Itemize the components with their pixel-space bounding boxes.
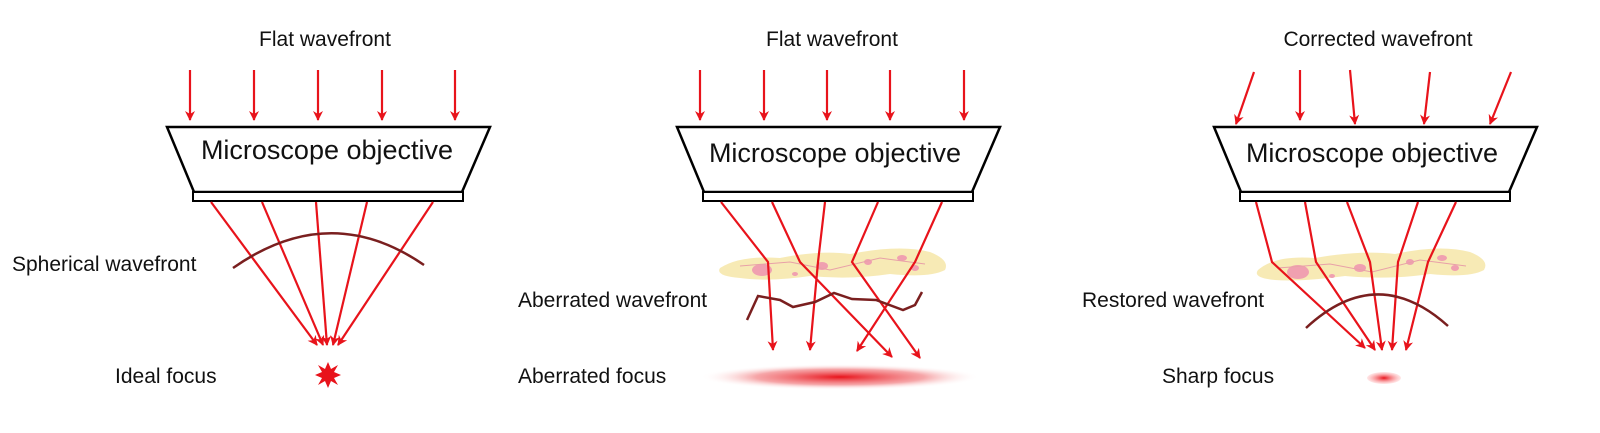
incoming-rays: [1234, 69, 1513, 125]
panel-corrected: Corrected wavefront Microscope objective: [1082, 28, 1539, 388]
wavefront-label: Spherical wavefront: [12, 253, 197, 276]
panel-aberrated: Flat wavefront Microscope objective: [518, 28, 1002, 390]
objective-label: Microscope objective: [1246, 138, 1498, 168]
objective-lens-plate: [702, 191, 974, 202]
objective-label: Microscope objective: [201, 135, 453, 165]
wavefront-title: Corrected wavefront: [1283, 28, 1472, 51]
panel-ideal: Flat wavefront Microscope objective Sphe…: [12, 28, 492, 388]
wavefront-title: Flat wavefront: [766, 28, 898, 51]
ideal-focus-star: [315, 362, 341, 388]
scattered-rays: [720, 201, 944, 359]
objective-lens-plate: [1239, 191, 1511, 202]
wavefront-title: Flat wavefront: [259, 28, 391, 51]
wavefront-label: Aberrated wavefront: [518, 289, 707, 312]
restored-wavefront: [1305, 293, 1449, 329]
focus-label: Aberrated focus: [518, 365, 666, 388]
wavefront-label: Restored wavefront: [1082, 289, 1264, 312]
spherical-wavefront: [232, 232, 425, 270]
converging-rays: [1254, 201, 1457, 351]
converging-rays: [210, 201, 434, 346]
tissue-sample: [719, 248, 946, 280]
focus-label: Ideal focus: [115, 365, 217, 388]
incoming-rays: [695, 70, 969, 121]
objective-label: Microscope objective: [709, 138, 961, 168]
incoming-rays: [185, 70, 460, 121]
sharp-focus-spot: [1367, 372, 1401, 384]
focus-label: Sharp focus: [1162, 365, 1274, 388]
objective-lens-plate: [192, 191, 464, 202]
aberrated-focus-blur: [700, 364, 980, 390]
aberrated-wavefront: [745, 291, 924, 321]
